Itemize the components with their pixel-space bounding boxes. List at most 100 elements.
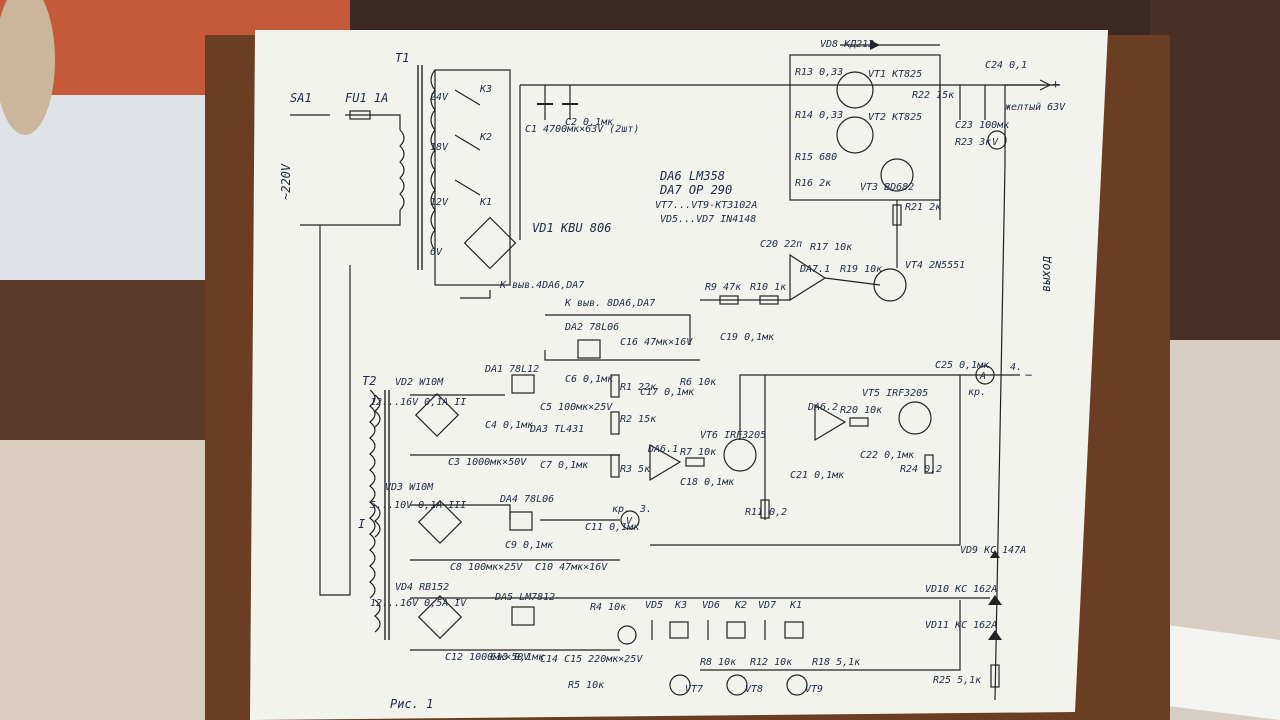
label-c9: C9 0,1мк — [505, 540, 554, 551]
label-r21: R21 2к — [905, 202, 942, 213]
label-winding-iii: 5...10V 0,1A III — [370, 500, 466, 511]
label-vt3: VT3 BD682 — [860, 182, 914, 193]
label-vt6: VT6 IRF3205 — [700, 430, 766, 441]
label-c8: C8 100мк×25V — [450, 562, 523, 573]
label-c23: C23 100мк — [955, 120, 1010, 131]
wooden-cabinet — [0, 280, 215, 440]
label-tap-1: 18V — [430, 142, 449, 153]
label-c10: C10 47мк×16V — [535, 562, 608, 573]
label-da71: DA7.1 — [799, 264, 830, 275]
label-c19: C19 0,1мк — [720, 332, 775, 343]
schematic-labels: SA1 FU1 1A ~220V T1 24V 18V 12V 6V K3 K2… — [279, 39, 1066, 711]
label-vt9: VT9 — [805, 684, 823, 695]
label-c5: C5 100мк×25V — [540, 402, 613, 413]
label-c17: C17 0,1мк — [640, 387, 695, 398]
label-mains-voltage: ~220V — [279, 163, 293, 200]
label-relay-k2: K2 — [479, 132, 492, 143]
label-da4: DA4 78L06 — [499, 494, 554, 505]
label-tap-3: 6V — [430, 247, 443, 258]
label-c12: C12 1000мк×50V — [445, 652, 530, 663]
label-vt2: VT2 KT825 — [868, 112, 922, 123]
label-relay-k1: K1 — [479, 197, 492, 208]
label-yellow: желтый 63V — [1004, 101, 1066, 113]
label-r7: R7 10к — [680, 447, 717, 458]
label-ic-2: VT7...VT9-KT3102A — [655, 200, 757, 211]
label-winding-iv: 12...16V 0,5A IV — [370, 598, 467, 609]
label-c20: C20 22п — [760, 239, 802, 250]
label-r16: R16 2к — [795, 178, 832, 189]
label-r10: R10 1к — [750, 282, 787, 293]
label-vd10: VD10 КС 162А — [925, 584, 997, 595]
label-vd6: VD6 — [702, 600, 720, 611]
label-k3: K3 — [674, 600, 687, 611]
label-ic-1: DA7 OP 290 — [659, 183, 732, 197]
label-c7: C7 0,1мк — [540, 460, 589, 471]
label-r9: R9 47к — [705, 282, 742, 293]
label-r25: R25 5,1к — [933, 675, 982, 686]
label-v-meter-top: V — [992, 137, 999, 148]
label-r3: R3 5к — [620, 464, 651, 475]
label-output: выход — [1039, 256, 1053, 292]
label-c2: C2 0,1мк — [565, 117, 614, 128]
label-da3: DA3 TL431 — [529, 424, 584, 435]
label-k1: K1 — [789, 600, 802, 611]
label-r8: R8 10к — [700, 657, 737, 668]
cabinet-right — [1150, 0, 1280, 340]
label-winding-ii: 12...16V 0,1A II — [370, 397, 466, 408]
label-vd7: VD7 — [758, 600, 776, 611]
label-c6: C6 0,1мк — [565, 374, 614, 385]
label-r2: R2 15к — [620, 414, 657, 425]
label-vd11: VD11 КС 162А — [925, 620, 997, 631]
label-pin4: 4. — [1010, 362, 1022, 373]
label-c21: C21 0,1мк — [790, 470, 845, 481]
label-da61: DA6.1 — [647, 444, 678, 455]
label-k2: K2 — [734, 600, 747, 611]
label-out-plus: + — [1052, 77, 1059, 91]
label-c3: C3 1000мк×50V — [448, 457, 527, 468]
label-ic-3: VD5...VD7 IN4148 — [660, 214, 756, 225]
label-da5: DA5 LM7812 — [494, 592, 555, 603]
label-vt5: VT5 IRF3205 — [862, 388, 928, 399]
label-da62: DA6.2 — [807, 402, 838, 413]
label-da1: DA1 78L12 — [484, 364, 539, 375]
label-a-meter: A — [979, 371, 986, 382]
label-t2: T2 — [362, 374, 376, 388]
label-r1: R1 22к — [620, 382, 657, 393]
label-c11: C11 0,1мк — [585, 522, 640, 533]
label-r11: R11 0,2 — [745, 507, 787, 518]
label-r12: R12 10к — [750, 657, 793, 668]
label-vt8: VT8 — [745, 684, 763, 695]
label-pin3: 3. — [639, 504, 652, 515]
label-r19: R19 10к — [840, 264, 883, 275]
label-sa1: SA1 — [290, 91, 312, 105]
label-vd9: VD9 КС 147А — [960, 545, 1026, 556]
label-vd1: VD1 KBU 806 — [532, 221, 611, 235]
label-c13: C13 0,1мк — [490, 652, 545, 663]
label-fu1: FU1 1A — [345, 91, 388, 105]
label-r14: R14 0,33 — [795, 110, 843, 121]
vase-object — [0, 0, 55, 135]
label-c18: C18 0,1мк — [680, 477, 735, 488]
label-c14-15: C14 C15 220мк×25V — [540, 654, 643, 665]
label-r24: R24 0,2 — [900, 464, 942, 475]
label-da2: DA2 78L06 — [564, 322, 619, 333]
label-kr-mid: кр. — [612, 504, 630, 515]
label-r4: R4 10к — [590, 602, 627, 613]
label-vt4: VT4 2N5551 — [905, 260, 965, 271]
label-r5: R5 10к — [568, 680, 605, 691]
label-c16: C16 47мк×16V — [620, 337, 693, 348]
label-r18: R18 5,1к — [812, 657, 861, 668]
label-c22: C22 0,1мк — [860, 450, 915, 461]
label-c4: C4 0,1мк — [485, 420, 534, 431]
label-vd4: VD4 RB152 — [395, 582, 449, 593]
label-tap-2: 12V — [430, 197, 449, 208]
label-r15: R15 680 — [795, 152, 837, 163]
label-note-pins-2: К выв. 8DA6,DA7 — [564, 298, 655, 309]
label-ic-0: DA6 LM358 — [659, 169, 725, 183]
label-out-minus: − — [1025, 368, 1032, 382]
label-note-pins-1: К выв.4DA6,DA7 — [499, 280, 584, 291]
figure-caption: Рис. 1 — [390, 697, 433, 711]
label-relay-k3: K3 — [479, 84, 492, 95]
label-vt7: VT7 — [685, 684, 703, 695]
